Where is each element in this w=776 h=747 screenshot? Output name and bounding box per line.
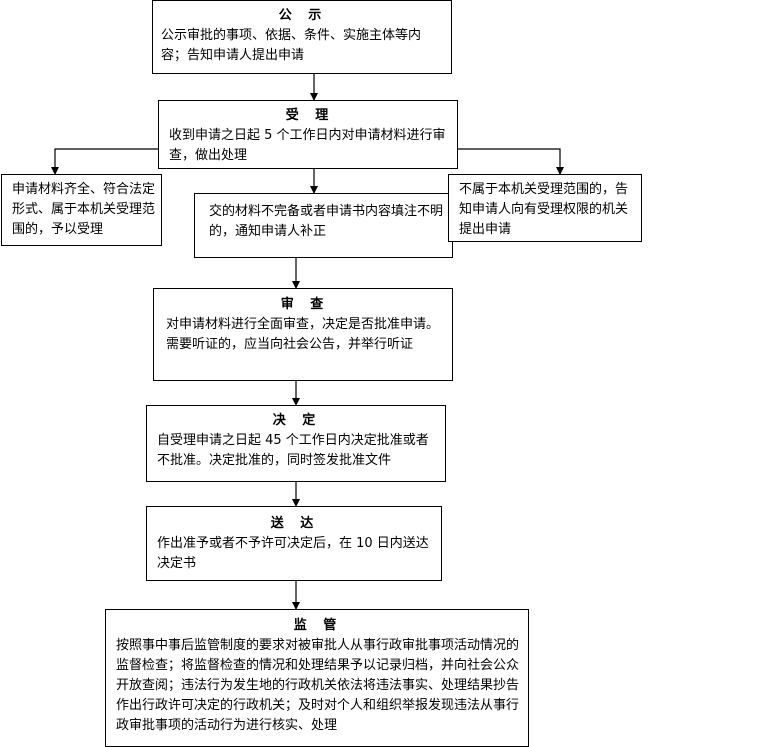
arrow-acceptance-to-reject-right	[458, 148, 564, 175]
review-body: 对申请材料进行全面审查，决定是否批准申请。需要听证的，应当向社会公告，并举行听证	[166, 317, 440, 352]
reject-right-box: 不属于本机关受理范围的，告知申请人向有受理权限的机关提出申请	[448, 174, 642, 242]
review-box: 审 查 对申请材料进行全面审查，决定是否批准申请。需要听证的，应当向社会公告，并…	[153, 288, 453, 381]
supervision-box: 监 管 按照事中事后监管制度的要求对被审批人从事行政审批事项活动情况的监督检查；…	[105, 609, 529, 747]
accept-left-box: 申请材料齐全、符合法定形式、属于本机关受理范围的，予以受理	[1, 174, 162, 246]
delivery-body: 作出准予或者不予许可决定后，在 10 日内送达决定书	[157, 536, 429, 571]
reject-right-body: 不属于本机关受理范围的，告知申请人向有受理权限的机关提出申请	[459, 182, 629, 237]
review-title: 审 查	[280, 297, 330, 312]
acceptance-box: 受 理 收到申请之日起 5 个工作日内对申请材料进行审查，做出处理	[158, 100, 458, 169]
supervision-body: 按照事中事后监管制度的要求对被审批人从事行政审批事项活动情况的监督检查；将监督检…	[116, 638, 520, 733]
accept-left-body: 申请材料齐全、符合法定形式、属于本机关受理范围的，予以受理	[12, 182, 156, 237]
acceptance-title: 受 理	[285, 108, 335, 123]
publicity-title: 公 示	[278, 8, 328, 23]
supervision-title: 监 管	[293, 618, 343, 633]
publicity-box: 公 示 公示审批的事项、依据、条件、实施主体等内容；告知申请人提出申请	[152, 0, 452, 74]
decision-box: 决 定 自受理申请之日起 45 个工作日内决定批准或者不批准。决定批准的，同时签…	[146, 405, 446, 482]
decision-body: 自受理申请之日起 45 个工作日内决定批准或者不批准。决定批准的，同时签发批准文…	[157, 433, 429, 468]
decision-title: 决 定	[272, 413, 322, 428]
supplement-box: 交的材料不完备或者申请书内容填注不明的，通知申请人补正	[194, 193, 453, 258]
publicity-body: 公示审批的事项、依据、条件、实施主体等内容；告知申请人提出申请	[161, 28, 422, 63]
delivery-box: 送 达 作出准予或者不予许可决定后，在 10 日内送达决定书	[146, 506, 442, 581]
delivery-title: 送 达	[270, 516, 320, 531]
supplement-body: 交的材料不完备或者申请书内容填注不明的，通知申请人补正	[209, 204, 444, 239]
acceptance-body: 收到申请之日起 5 个工作日内对申请材料进行审查，做出处理	[169, 128, 446, 163]
arrow-acceptance-to-accept-left	[51, 148, 158, 175]
